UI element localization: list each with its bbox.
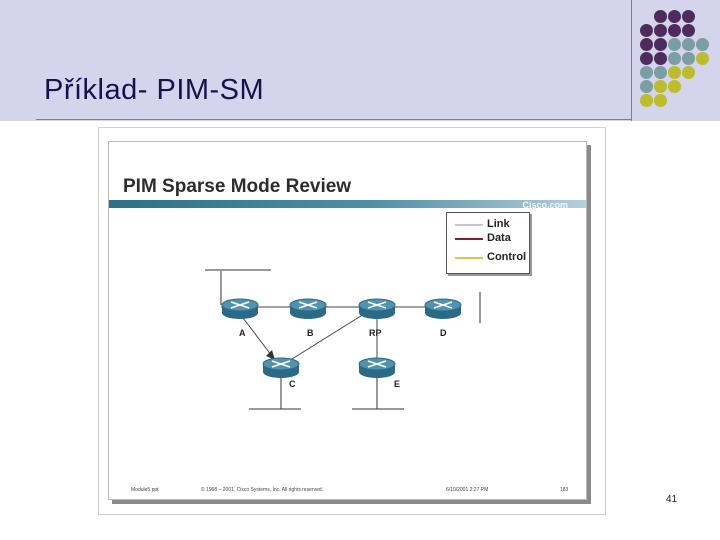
title-divider xyxy=(36,119,632,120)
decorative-dot xyxy=(654,52,667,65)
legend-swatch-control xyxy=(455,257,483,259)
legend-item-link: Link xyxy=(455,218,529,232)
slide-title: PIM Sparse Mode Review xyxy=(123,176,352,197)
arrow-a-c xyxy=(266,350,275,360)
router-rp-icon xyxy=(358,298,396,319)
decorative-dot xyxy=(668,10,681,23)
embedded-slide: PIM Sparse Mode Review Cisco.com Link Da… xyxy=(108,141,587,500)
corner-divider xyxy=(631,0,632,121)
decorative-dot xyxy=(696,38,709,51)
legend-swatch-link xyxy=(455,224,483,226)
legend-label-control: Control xyxy=(487,251,527,263)
decorative-dot xyxy=(654,80,667,93)
network-diagram xyxy=(205,269,481,410)
router-d-icon xyxy=(424,298,462,319)
decorative-dot xyxy=(682,24,695,37)
legend-item-data: Data xyxy=(455,232,529,246)
slide-title-band xyxy=(109,200,586,208)
decorative-dot xyxy=(640,38,653,51)
node-label-d: D xyxy=(440,328,447,338)
node-label-c: C xyxy=(289,379,296,389)
decorative-dot xyxy=(640,24,653,37)
router-e-icon xyxy=(358,357,396,378)
decorative-dot xyxy=(654,10,667,23)
decorative-dot xyxy=(668,24,681,37)
legend-swatch-data xyxy=(455,238,483,240)
decorative-dot xyxy=(668,66,681,79)
decorative-dot xyxy=(640,52,653,65)
node-label-e: E xyxy=(394,379,401,389)
router-a-icon xyxy=(221,298,259,319)
legend: Link Data Control xyxy=(446,212,530,274)
legend-item-control: Control xyxy=(455,251,529,265)
slide-footer-file: Module5.ppt xyxy=(131,487,159,493)
decorative-dot xyxy=(654,38,667,51)
decorative-dot xyxy=(682,66,695,79)
decorative-dot xyxy=(640,66,653,79)
decorative-dot xyxy=(682,52,695,65)
legend-label-data: Data xyxy=(487,232,511,244)
title-band xyxy=(0,0,720,121)
router-b-icon xyxy=(289,298,327,319)
decorative-dot xyxy=(654,94,667,107)
slide-footer-date: 6/10/2001 2:27 PM xyxy=(446,487,489,493)
slide-footer-page: 183 xyxy=(560,487,569,493)
page-number: 41 xyxy=(666,494,678,505)
decorative-dot xyxy=(668,52,681,65)
decorative-dot xyxy=(654,24,667,37)
decorative-dot-grid xyxy=(636,8,720,108)
decorative-dot xyxy=(668,80,681,93)
decorative-dot xyxy=(682,10,695,23)
node-label-rp: RP xyxy=(369,328,382,338)
brand-label: Cisco.com xyxy=(522,200,568,210)
decorative-dot xyxy=(668,38,681,51)
decorative-dot xyxy=(640,94,653,107)
router-c-icon xyxy=(262,357,300,378)
decorative-dot xyxy=(654,66,667,79)
legend-label-link: Link xyxy=(487,218,510,230)
node-label-a: A xyxy=(239,328,246,338)
slide-footer-copyright: © 1998 – 2001, Cisco Systems, Inc. All r… xyxy=(201,487,324,493)
link-a-c xyxy=(239,313,276,361)
node-label-b: B xyxy=(307,328,314,338)
link-c-rp xyxy=(283,308,373,365)
decorative-dot xyxy=(682,38,695,51)
page-title: Příklad- PIM-SM xyxy=(44,74,265,106)
decorative-dot xyxy=(696,52,709,65)
decorative-dot xyxy=(640,80,653,93)
